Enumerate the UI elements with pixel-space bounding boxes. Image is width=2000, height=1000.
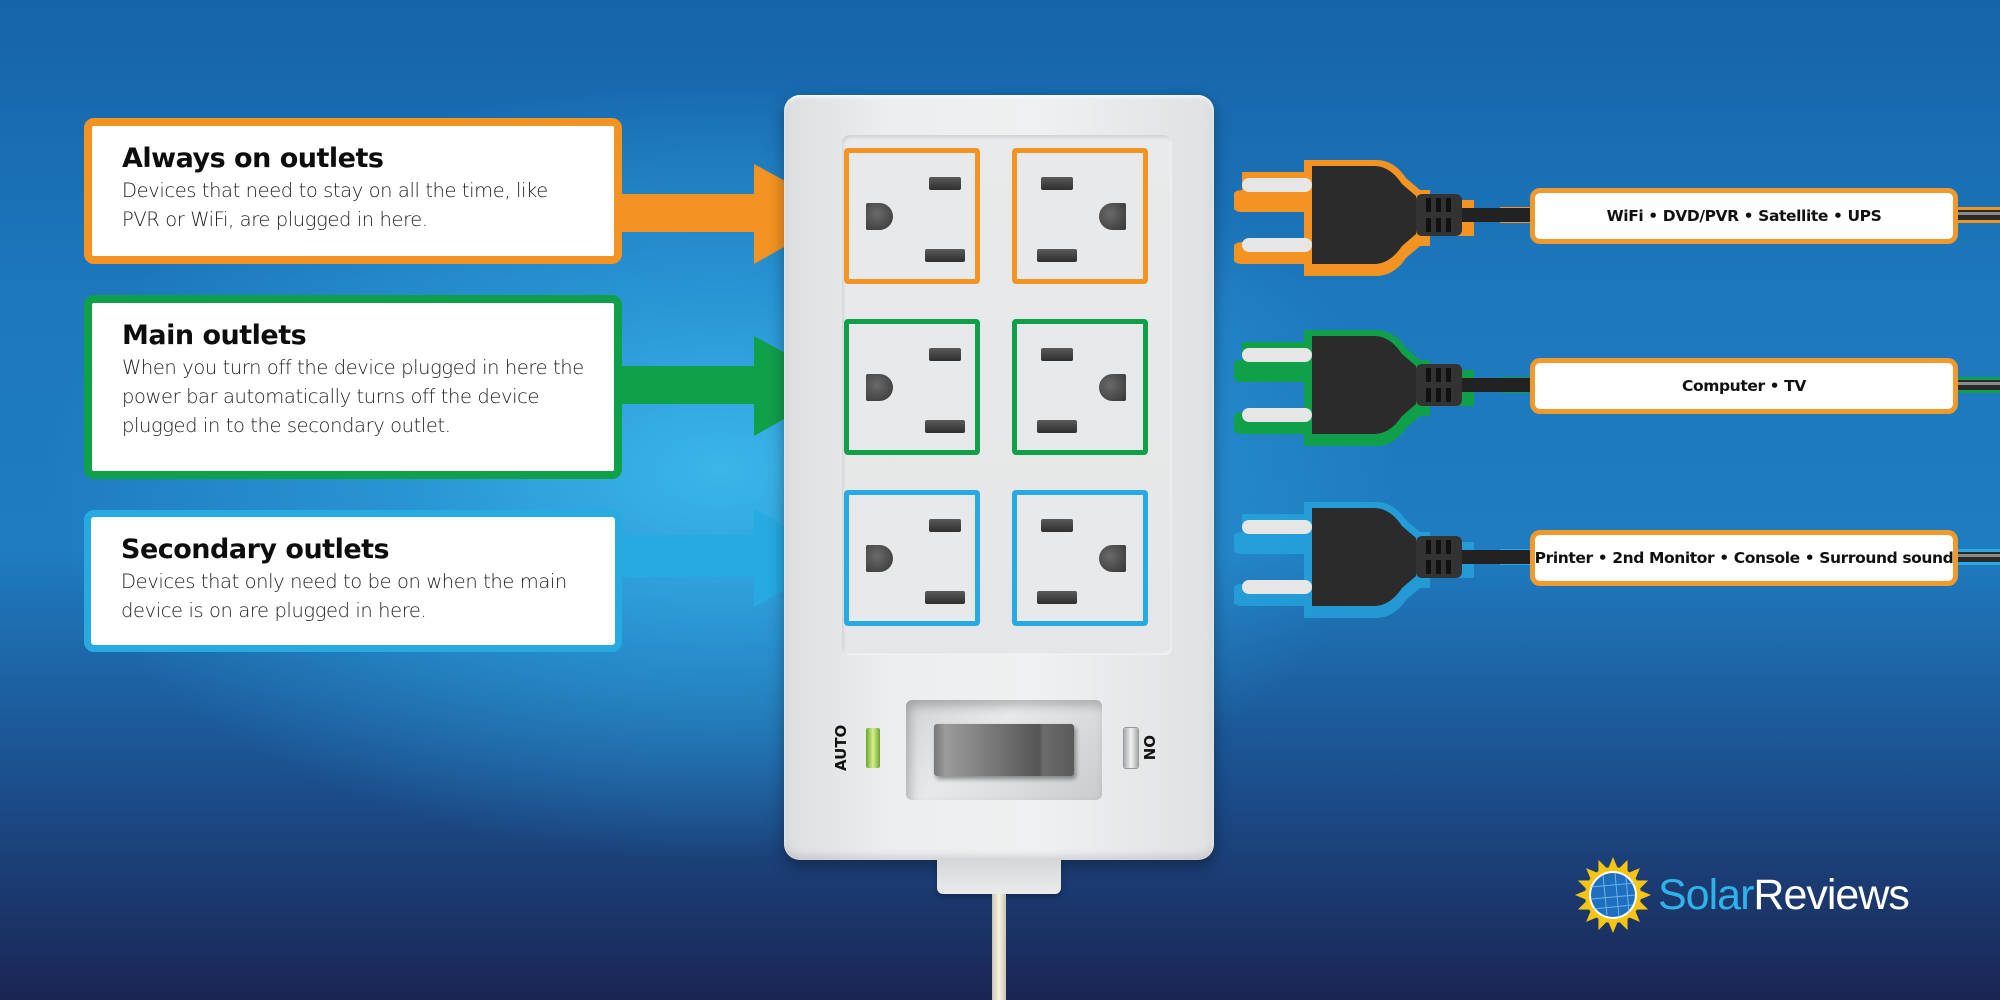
info-desc-always-on: Devices that need to stay on all the tim… (122, 179, 548, 231)
slot-icon (1037, 420, 1077, 433)
device-label-main: Computer • TV (1682, 377, 1806, 395)
slot-icon (929, 519, 961, 532)
info-title-main: Main outlets (122, 320, 307, 351)
ground-hole-icon (866, 374, 893, 401)
plug-main-icon (1234, 330, 1534, 446)
info-box-always-on: Always on outlets Devices that need to s… (84, 118, 622, 264)
logo-solar-text: Solar (1658, 870, 1754, 919)
slot-icon (929, 177, 961, 190)
outlet-secondary-2[interactable] (1012, 490, 1148, 626)
slot-icon (925, 591, 965, 604)
ground-hole-icon (866, 545, 893, 572)
slot-icon (1037, 591, 1077, 604)
rocker-switch[interactable] (906, 700, 1102, 800)
device-label-secondary: Printer • 2nd Monitor • Console • Surrou… (1534, 549, 1954, 567)
device-box-main: Computer • TV (1530, 358, 1958, 414)
power-cord (992, 894, 1006, 1000)
ground-hole-icon (1099, 374, 1126, 401)
auto-indicator-led (866, 728, 880, 768)
rocker-switch-button[interactable] (934, 724, 1074, 776)
outlet-always-on-1[interactable] (844, 148, 980, 284)
switch-label-auto: AUTO (832, 724, 850, 771)
outlet-always-on-2[interactable] (1012, 148, 1148, 284)
info-title-always-on: Always on outlets (122, 143, 384, 174)
ground-hole-icon (1099, 203, 1126, 230)
on-indicator-led (1124, 728, 1138, 768)
slot-icon (929, 348, 961, 361)
plug-always-on-icon (1234, 160, 1534, 276)
outlet-secondary-1[interactable] (844, 490, 980, 626)
device-label-always-on: WiFi • DVD/PVR • Satellite • UPS (1606, 207, 1882, 225)
info-box-secondary: Secondary outlets Devices that only need… (84, 510, 622, 652)
cord-collar (937, 860, 1061, 894)
device-box-secondary: Printer • 2nd Monitor • Console • Surrou… (1530, 530, 1958, 586)
logo-wordmark: SolarReviews (1658, 870, 1910, 920)
ground-hole-icon (1099, 545, 1126, 572)
solarreviews-logo[interactable]: SolarReviews (1574, 855, 1910, 935)
ground-hole-icon (866, 203, 893, 230)
slot-icon (1041, 348, 1073, 361)
slot-icon (1041, 519, 1073, 532)
info-box-main: Main outlets When you turn off the devic… (84, 295, 622, 479)
slot-icon (1037, 249, 1077, 262)
info-desc-secondary: Devices that only need to be on when the… (121, 570, 567, 622)
slot-icon (925, 249, 965, 262)
switch-label-on: ON (1140, 735, 1158, 761)
info-title-secondary: Secondary outlets (121, 534, 390, 565)
slot-icon (925, 420, 965, 433)
logo-reviews-text: Reviews (1753, 870, 1909, 919)
outlet-main-2[interactable] (1012, 319, 1148, 455)
sun-solar-panel-icon (1575, 857, 1651, 933)
device-box-always-on: WiFi • DVD/PVR • Satellite • UPS (1530, 188, 1958, 244)
outlet-main-1[interactable] (844, 319, 980, 455)
info-desc-main: When you turn off the device plugged in … (122, 356, 584, 437)
slot-icon (1041, 177, 1073, 190)
plug-secondary-icon (1234, 502, 1534, 618)
power-bar: AUTO ON (784, 95, 1214, 860)
